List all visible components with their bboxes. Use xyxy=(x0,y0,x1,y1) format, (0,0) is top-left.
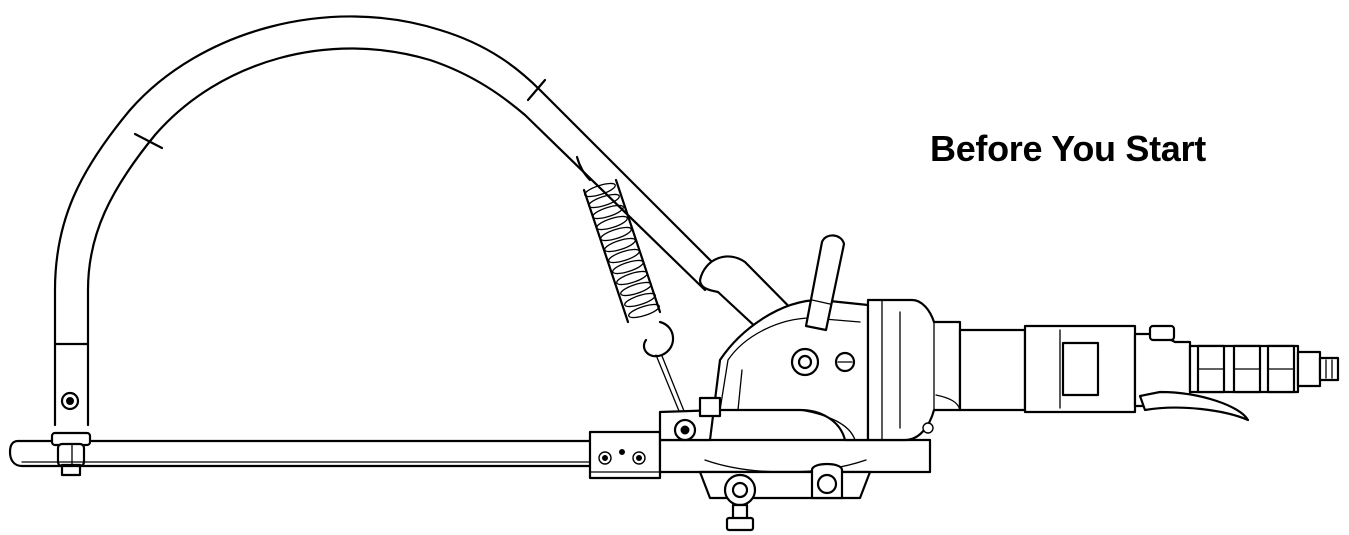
trigger-lever xyxy=(1138,390,1250,422)
lever-arm xyxy=(804,234,846,332)
arch-handle xyxy=(53,15,824,427)
valve-coupling xyxy=(1133,324,1340,422)
motor-label-window xyxy=(1061,341,1100,397)
gear-housing xyxy=(658,298,932,532)
arch-pin xyxy=(60,391,80,411)
motor-body xyxy=(866,298,1137,442)
tension-spring xyxy=(575,155,691,429)
arch-joint-2 xyxy=(133,132,164,150)
base-rail xyxy=(8,430,662,480)
page-heading: Before You Start xyxy=(930,128,1206,169)
arch-joint-3 xyxy=(526,78,547,102)
arch-foot xyxy=(50,431,92,477)
spring-hook xyxy=(642,320,675,358)
